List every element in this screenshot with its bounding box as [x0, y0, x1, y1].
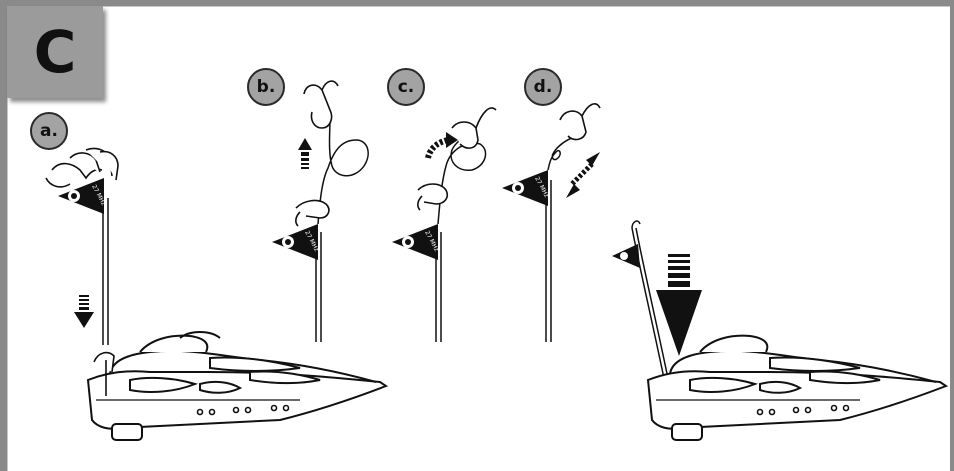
frame-right-border: [950, 0, 954, 471]
step-label-c: c.: [397, 77, 415, 97]
boat-left: [86, 331, 389, 441]
step-badge-d: d.: [524, 68, 562, 106]
step-a-flag: 27 MHz: [58, 178, 107, 214]
step-a-down-arrow: [74, 295, 94, 328]
step-d-double-arrow: [566, 152, 600, 198]
frame-top-border: [0, 0, 954, 6]
section-letter: C: [33, 18, 77, 86]
step-b-line-loop: [317, 117, 369, 225]
step-label-b: b.: [256, 77, 276, 97]
boat-left-antenna-hand: [93, 351, 115, 396]
step-d-hand: [559, 103, 601, 141]
boat-right-portholes: [756, 404, 850, 416]
step-c-curved-arrow: [425, 137, 449, 159]
boat-right: [646, 334, 949, 441]
step-b-flag: 27 MHz: [272, 224, 320, 260]
final-antenna: [631, 220, 671, 389]
final-flag: [612, 244, 640, 268]
step-b-hand-bottom: [295, 199, 330, 227]
step-a-antenna: [102, 198, 109, 345]
step-d-antenna: [545, 180, 552, 342]
frame-left-border: [0, 0, 7, 471]
step-b-hand-top: [303, 80, 339, 129]
step-label-a: a.: [40, 121, 58, 141]
step-c-knot: [437, 129, 487, 225]
step-d-knot: [547, 135, 577, 171]
step-c-hand-bottom: [417, 183, 449, 211]
step-label-d: d.: [533, 77, 553, 97]
step-c-curved-arrowhead: [446, 132, 458, 148]
step-badge-c: c.: [387, 68, 425, 106]
final-down-arrow: [656, 254, 702, 356]
step-b-up-arrow: [298, 138, 312, 169]
step-badge-b: b.: [247, 68, 285, 106]
step-c-hand-top: [451, 107, 497, 149]
boat-left-portholes: [196, 404, 290, 416]
step-badge-a: a.: [30, 112, 68, 150]
step-c-flag: 27 MHz: [392, 224, 440, 260]
step-a-hand: [45, 147, 119, 188]
step-d-flag: 27 MHz: [502, 170, 550, 206]
frame-inner-border: [7, 6, 950, 471]
section-label-tab: C: [7, 6, 103, 98]
